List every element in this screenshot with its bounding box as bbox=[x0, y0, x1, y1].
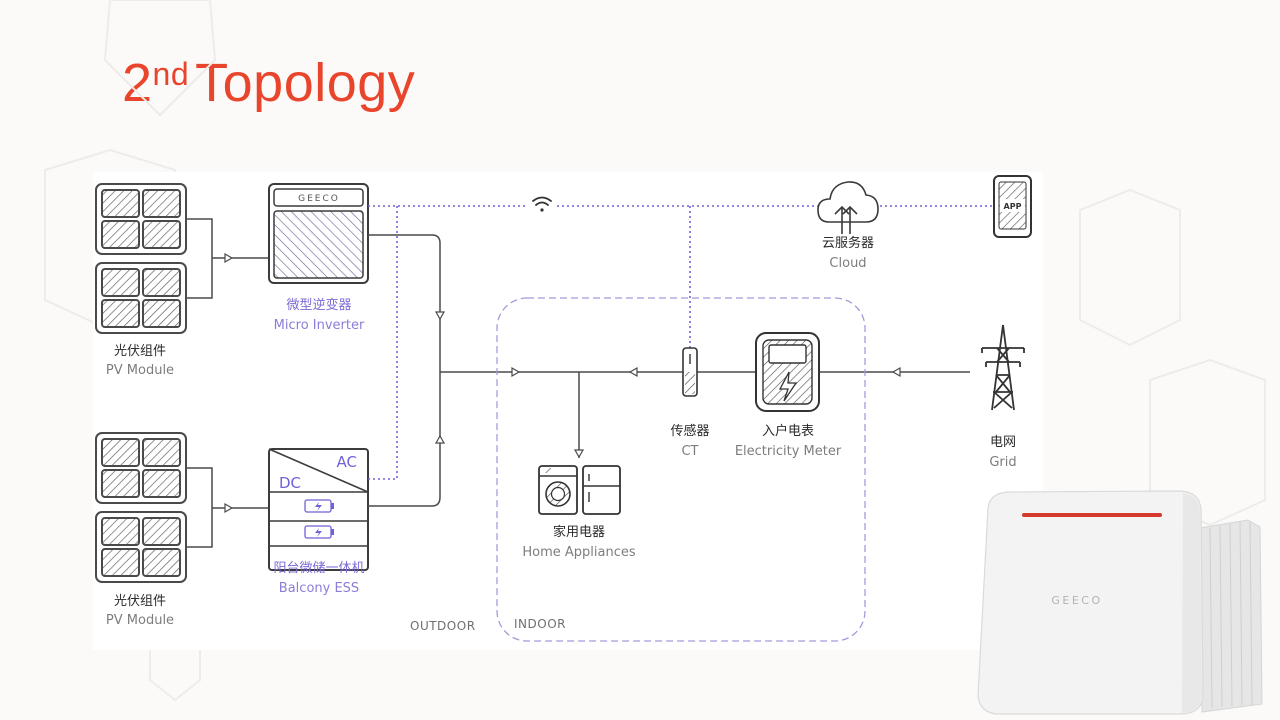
pv-module-bottom bbox=[95, 432, 187, 583]
micro-inverter-label-cn: 微型逆变器 bbox=[286, 297, 351, 313]
pv-top-label-en: PV Module bbox=[106, 363, 174, 378]
ac-bus-wires bbox=[368, 234, 970, 507]
refrigerator-icon bbox=[582, 465, 621, 515]
pv-module-top bbox=[95, 183, 187, 334]
appliances-label-en: Home Appliances bbox=[522, 545, 635, 560]
ct-label-en: CT bbox=[681, 444, 698, 459]
product-brand-logo: GEECO bbox=[1051, 594, 1102, 607]
cloud-label-cn: 云服务器 bbox=[822, 235, 874, 251]
cloud-icon bbox=[817, 181, 879, 234]
ess-ac-label: AC bbox=[337, 453, 357, 471]
washing-machine-icon bbox=[538, 465, 578, 515]
flow-arrow-icons-dc bbox=[224, 252, 234, 514]
wireless-links bbox=[368, 205, 993, 480]
grid-label-cn: 电网 bbox=[990, 435, 1016, 450]
ess-label-cn: 阳台微储一体机 bbox=[273, 561, 364, 576]
outdoor-zone-label: OUTDOOR bbox=[410, 619, 476, 633]
indoor-zone-label: INDOOR bbox=[514, 617, 566, 631]
pv-top-label-cn: 光伏组件 bbox=[114, 344, 166, 359]
ct-sensor-icon bbox=[682, 347, 698, 397]
battery-icon bbox=[304, 525, 334, 539]
battery-icon bbox=[304, 499, 334, 513]
electricity-meter-icon bbox=[755, 332, 820, 412]
pv-dc-wires bbox=[186, 218, 268, 548]
indoor-zone-border bbox=[496, 297, 866, 642]
ess-label-en: Balcony ESS bbox=[279, 581, 359, 596]
micro-inverter-label-en: Micro Inverter bbox=[274, 318, 365, 333]
pv-bottom-label-cn: 光伏组件 bbox=[114, 594, 166, 609]
appliances-label-cn: 家用电器 bbox=[553, 524, 605, 540]
balcony-ess-icon bbox=[268, 448, 369, 571]
app-label: APP bbox=[1004, 202, 1022, 211]
micro-inverter-brand: GEECO bbox=[298, 194, 340, 204]
product-render bbox=[977, 490, 1263, 715]
grid-label-en: Grid bbox=[989, 455, 1016, 470]
flow-arrow-icons-ac bbox=[434, 311, 901, 459]
wifi-icon bbox=[532, 196, 552, 212]
ess-dc-label: DC bbox=[279, 474, 301, 492]
meter-label-en: Electricity Meter bbox=[735, 444, 842, 459]
power-tower-icon bbox=[981, 324, 1025, 411]
pv-bottom-label-en: PV Module bbox=[106, 613, 174, 628]
diagram-panel bbox=[93, 172, 1043, 650]
title-word: Topology bbox=[195, 53, 416, 113]
micro-inverter-icon bbox=[268, 183, 369, 284]
phone-app-icon bbox=[993, 175, 1032, 238]
cloud-label-en: Cloud bbox=[829, 256, 866, 271]
meter-label-cn: 入户电表 bbox=[762, 423, 814, 439]
title-ordinal-suffix: nd bbox=[152, 56, 190, 92]
product-status-light bbox=[1022, 513, 1162, 517]
ct-label-cn: 传感器 bbox=[670, 423, 709, 439]
